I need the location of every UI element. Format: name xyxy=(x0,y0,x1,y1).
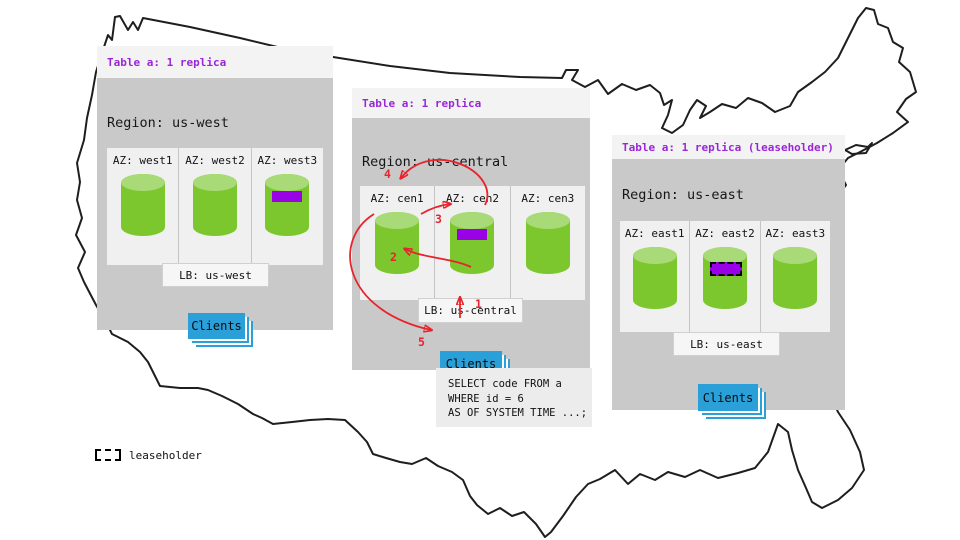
region-panel-us-east: Table a: 1 replica (leaseholder) Region:… xyxy=(612,135,845,411)
clients-button-west[interactable]: Clients xyxy=(188,313,245,339)
sql-query-box: SELECT code FROM a WHERE id = 6 AS OF SY… xyxy=(436,368,592,427)
long-island-outline xyxy=(844,142,873,155)
az-label: AZ: west1 xyxy=(112,154,173,167)
table-replica-header-central: Table a: 1 replica xyxy=(352,88,590,118)
az-label: AZ: west2 xyxy=(185,154,245,167)
load-balancer-box-east: LB: us-east xyxy=(673,332,780,356)
az-container-west: AZ: west1 AZ: west2 AZ: west3 xyxy=(107,148,323,265)
az-column-east3: AZ: east3 xyxy=(759,221,830,332)
az-label: AZ: west3 xyxy=(257,154,318,167)
legend-leaseholder: leaseholder xyxy=(95,448,202,462)
az-column-west3: AZ: west3 xyxy=(250,148,323,265)
flow-step-number-5: 5 xyxy=(418,335,425,349)
database-cylinder xyxy=(265,174,310,236)
database-cylinder xyxy=(192,174,237,236)
az-column-west1: AZ: west1 xyxy=(107,148,178,265)
load-balancer-box-west: LB: us-west xyxy=(162,263,269,287)
az-label: AZ: east2 xyxy=(695,227,755,240)
az-column-cen3: AZ: cen3 xyxy=(509,186,585,300)
table-replica-label: Table a: 1 replica xyxy=(362,96,482,110)
az-column-east2: AZ: east2 xyxy=(689,221,759,332)
database-cylinder xyxy=(375,212,420,274)
clients-button-east[interactable]: Clients xyxy=(698,384,758,411)
database-cylinder xyxy=(702,247,747,309)
table-replica-label: Table a: 1 replica (leaseholder) xyxy=(622,140,834,154)
region-panel-us-central: Table a: 1 replica Region: us-central AZ… xyxy=(352,88,590,377)
legend-leaseholder-swatch xyxy=(95,449,121,461)
region-title: Region: us-west xyxy=(107,115,229,131)
database-cylinder xyxy=(450,212,495,274)
az-container-central: AZ: cen1 AZ: cen2 AZ: cen3 xyxy=(360,186,585,300)
load-balancer-box-central: LB: us-central xyxy=(418,298,523,323)
sql-line-2: WHERE id = 6 xyxy=(448,392,524,405)
table-replica-header-west: Table a: 1 replica xyxy=(97,46,333,78)
region-body-west: Region: us-west AZ: west1 AZ: west2 AZ: … xyxy=(97,78,333,339)
az-label: AZ: cen2 xyxy=(446,192,499,205)
flow-step-number-3: 3 xyxy=(435,212,442,226)
us-map-path xyxy=(75,7,917,538)
database-cylinder xyxy=(525,212,570,274)
region-body-central: Region: us-central AZ: cen1 AZ: cen2 AZ:… xyxy=(352,118,590,377)
database-cylinder xyxy=(120,174,165,236)
az-column-cen1: AZ: cen1 xyxy=(360,186,434,300)
legend-label: leaseholder xyxy=(129,448,202,462)
az-column-west2: AZ: west2 xyxy=(178,148,250,265)
database-cylinder xyxy=(773,247,818,309)
az-column-east1: AZ: east1 xyxy=(620,221,689,332)
table-replica-header-east: Table a: 1 replica (leaseholder) xyxy=(612,135,845,159)
flow-step-number-4: 4 xyxy=(384,167,391,181)
replica-range-chip xyxy=(272,191,303,202)
table-replica-label: Table a: 1 replica xyxy=(107,55,227,69)
database-cylinder xyxy=(632,247,677,309)
flow-step-number-2: 2 xyxy=(390,250,397,264)
az-label: AZ: east1 xyxy=(624,227,685,240)
az-container-east: AZ: east1 AZ: east2 AZ: east3 xyxy=(620,221,830,332)
flow-step-number-1: 1 xyxy=(475,297,482,311)
az-column-cen2: AZ: cen2 xyxy=(434,186,509,300)
region-title: Region: us-east xyxy=(622,187,744,203)
az-label: AZ: cen1 xyxy=(370,192,424,205)
az-label: AZ: cen3 xyxy=(521,192,575,205)
sql-line-1: SELECT code FROM a xyxy=(448,378,562,390)
sql-line-3: AS OF SYSTEM TIME ...; xyxy=(448,407,588,420)
az-label: AZ: east3 xyxy=(765,227,826,240)
region-body-east: Region: us-east AZ: east1 AZ: east2 AZ: … xyxy=(612,159,845,411)
replica-range-chip xyxy=(457,229,488,240)
region-panel-us-west: Table a: 1 replica Region: us-west AZ: w… xyxy=(97,46,333,339)
leaseholder-range-chip xyxy=(709,262,742,276)
